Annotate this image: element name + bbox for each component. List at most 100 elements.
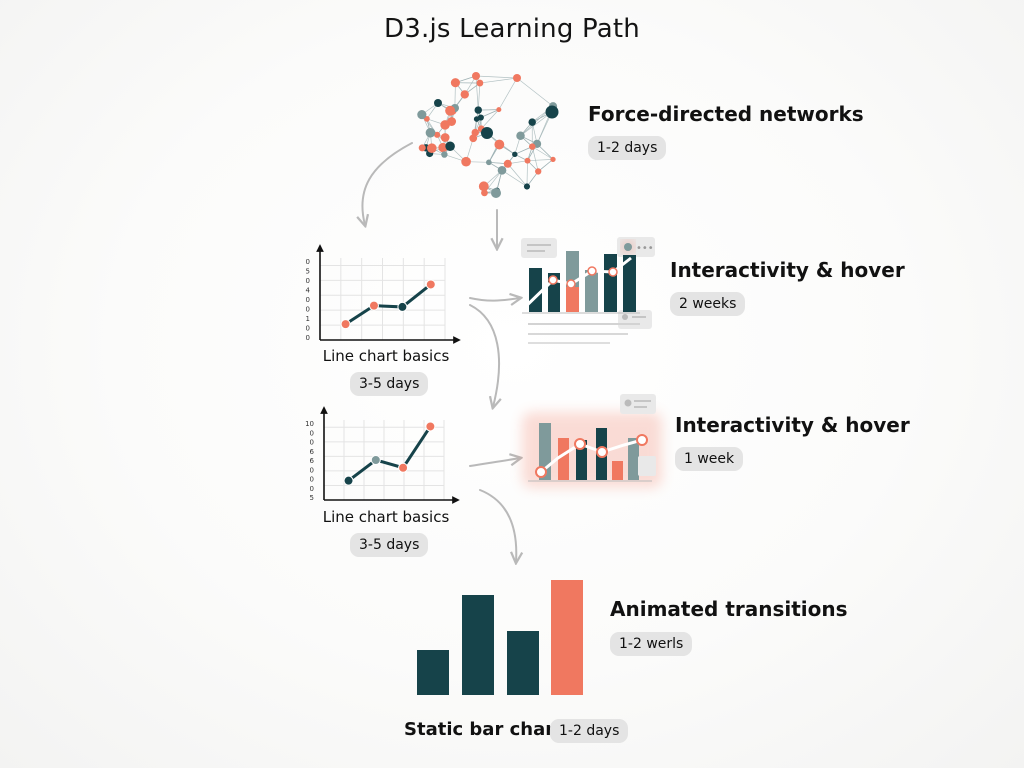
network-node bbox=[486, 159, 492, 166]
network-node bbox=[450, 78, 460, 88]
line-series bbox=[347, 425, 432, 482]
tick-label: 6 bbox=[310, 457, 315, 465]
tick-label: 0 bbox=[310, 466, 314, 474]
network-node bbox=[469, 134, 478, 143]
network-edge bbox=[507, 163, 528, 187]
stage-title-force-directed: Force-directed networks bbox=[588, 102, 864, 126]
network-node bbox=[481, 127, 493, 139]
network-node bbox=[529, 143, 536, 150]
network-node bbox=[473, 116, 480, 122]
network-node bbox=[434, 99, 442, 107]
network-node bbox=[433, 131, 441, 138]
network-node bbox=[503, 159, 512, 168]
tick-label: 0 bbox=[306, 296, 310, 304]
network-edge bbox=[527, 159, 554, 162]
network-node bbox=[524, 157, 531, 164]
network-node bbox=[476, 79, 484, 87]
data-point bbox=[368, 300, 379, 311]
stage-title-interactivity-1: Interactivity & hover bbox=[670, 258, 905, 282]
force-directed-network-illustration bbox=[417, 72, 559, 198]
tick-label: 0 bbox=[310, 429, 314, 437]
bar bbox=[576, 440, 587, 480]
duration-pill: 1-2 days bbox=[588, 136, 667, 160]
bar bbox=[612, 461, 623, 480]
network-node bbox=[441, 151, 448, 158]
network-node bbox=[496, 140, 502, 146]
network-edge bbox=[479, 77, 518, 84]
tooltip-box bbox=[620, 394, 656, 414]
duration-pill: 3-5 days bbox=[350, 533, 429, 557]
data-point bbox=[425, 421, 436, 432]
network-node bbox=[438, 142, 448, 153]
data-point bbox=[398, 462, 409, 473]
interactivity-chart-2 bbox=[522, 394, 662, 488]
bar bbox=[604, 254, 617, 312]
duration-pill: 3-5 days bbox=[350, 372, 429, 396]
data-point bbox=[343, 475, 354, 486]
network-node bbox=[417, 110, 427, 120]
network-node bbox=[471, 128, 479, 137]
static-bar-chart-illustration bbox=[417, 580, 583, 695]
network-node bbox=[472, 72, 480, 80]
network-edge bbox=[498, 77, 518, 110]
network-edge bbox=[531, 146, 539, 172]
network-node bbox=[478, 181, 489, 192]
svg-text:•••: ••• bbox=[636, 243, 654, 254]
network-edge bbox=[501, 170, 528, 187]
network-node bbox=[516, 131, 525, 140]
bar bbox=[585, 270, 598, 312]
interactivity-chart-1: ••• bbox=[518, 237, 655, 344]
tick-label: 0 bbox=[306, 334, 310, 342]
duration-pill: 1-2 werls bbox=[610, 632, 693, 656]
tick-label: 5 bbox=[310, 494, 314, 502]
duration-pill: 1-2 days bbox=[550, 719, 629, 743]
tick-label: 6 bbox=[310, 448, 315, 456]
network-edge bbox=[481, 109, 500, 129]
tick-label: 1 bbox=[306, 315, 310, 323]
grid bbox=[320, 258, 446, 340]
tick-label: 5 bbox=[306, 268, 310, 276]
network-node bbox=[496, 107, 502, 113]
network-edge bbox=[532, 146, 554, 160]
tick-label: 0 bbox=[306, 277, 310, 285]
tick-label: 0 bbox=[310, 476, 314, 484]
tick-label: 0 bbox=[306, 306, 310, 314]
network-edge bbox=[516, 77, 554, 107]
stage-title-animated-transitions: Animated transitions bbox=[610, 597, 848, 621]
bar bbox=[623, 255, 636, 312]
tick-label: 0 bbox=[306, 325, 310, 333]
arrow-network-to-line1 bbox=[362, 142, 413, 225]
network-node bbox=[445, 141, 455, 152]
network-edge bbox=[475, 75, 479, 111]
network-node bbox=[545, 105, 559, 119]
tooltip-box bbox=[638, 456, 656, 476]
network-node bbox=[523, 183, 531, 190]
arrow-line2-to-bars bbox=[479, 489, 516, 562]
bar bbox=[558, 438, 569, 480]
data-point bbox=[370, 455, 381, 465]
network-node bbox=[440, 133, 450, 142]
bar bbox=[417, 650, 449, 695]
grid bbox=[324, 420, 445, 500]
bar bbox=[566, 287, 579, 312]
network-node bbox=[528, 118, 536, 126]
network-node bbox=[418, 144, 426, 152]
data-point bbox=[397, 301, 408, 312]
tooltip-box bbox=[617, 237, 655, 257]
network-edge bbox=[526, 160, 528, 187]
arrow-line1-to-interactivity1 bbox=[469, 298, 520, 301]
duration-pill: 2 weeks bbox=[670, 292, 746, 316]
tick-label: 4 bbox=[306, 287, 311, 295]
network-node bbox=[445, 105, 456, 116]
network-node bbox=[461, 156, 471, 167]
network-node bbox=[497, 165, 507, 175]
bar bbox=[628, 438, 639, 480]
network-node bbox=[513, 74, 521, 82]
network-node bbox=[491, 188, 501, 198]
duration-pill: 1 week bbox=[675, 447, 744, 471]
network-node bbox=[440, 120, 450, 130]
network-edge bbox=[475, 75, 518, 79]
bar bbox=[551, 580, 583, 695]
